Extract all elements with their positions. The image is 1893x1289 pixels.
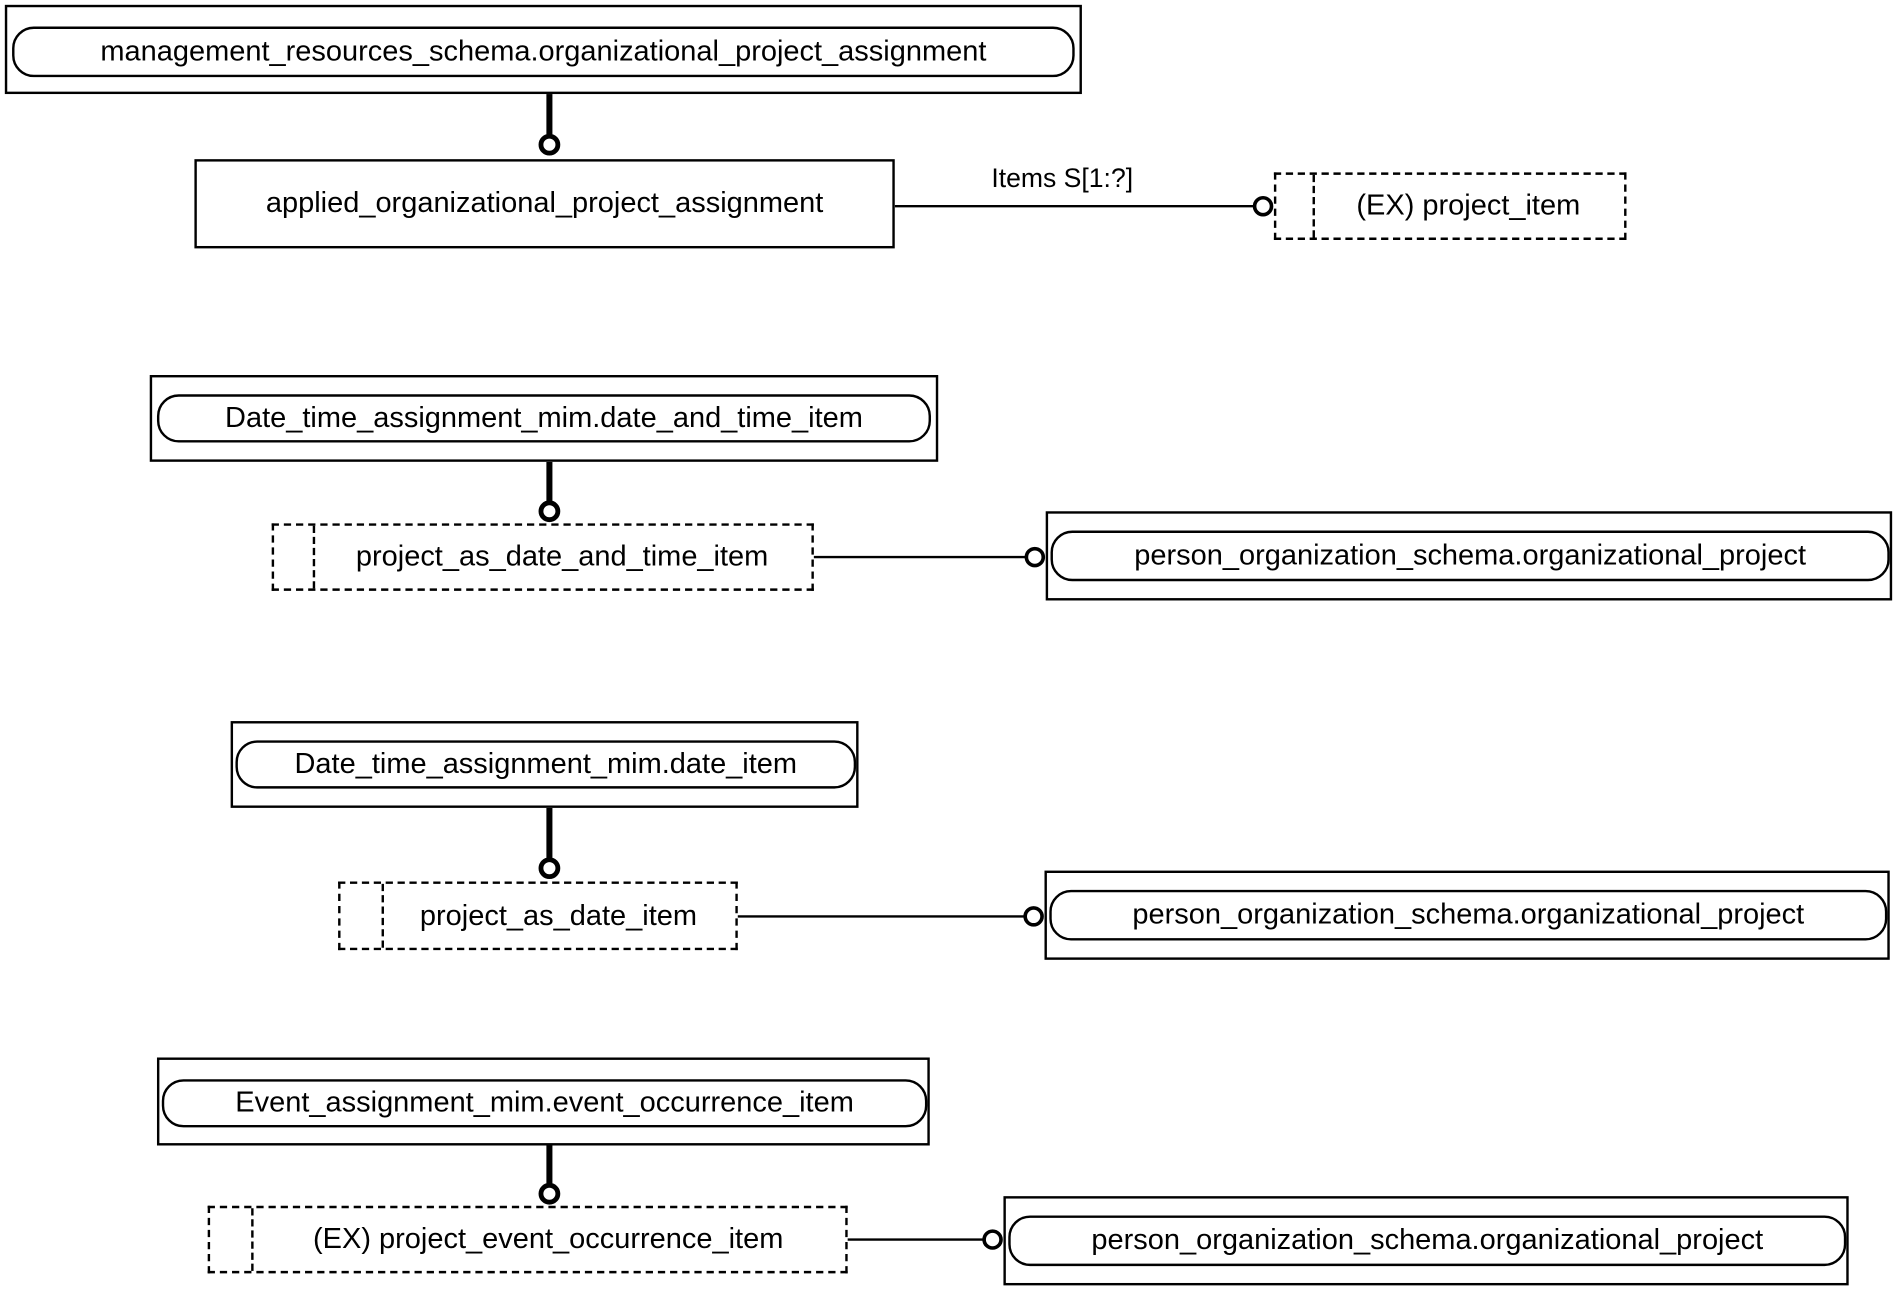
entity-node-4[interactable]: (EX) project_event_occurrence_item xyxy=(207,1205,848,1274)
supertype-node-2[interactable]: Date_time_assignment_mim.date_and_time_i… xyxy=(156,394,931,443)
relation-circle-3 xyxy=(1023,906,1044,927)
supertype-frame-2: Date_time_assignment_mim.date_and_time_i… xyxy=(149,375,939,462)
target-label-3: person_organization_schema.organizationa… xyxy=(1132,898,1805,931)
select-divider-3 xyxy=(381,883,384,948)
target-node-2[interactable]: person_organization_schema.organizationa… xyxy=(1050,530,1890,582)
supertype-circle-3 xyxy=(538,857,561,880)
supertype-label-3: Date_time_assignment_mim.date_item xyxy=(294,747,798,781)
select-divider-2 xyxy=(312,525,316,589)
target-label-1: (EX) project_item xyxy=(1356,189,1581,222)
supertype-circle-2 xyxy=(538,500,561,523)
supertype-label-1: management_resources_schema.organization… xyxy=(100,34,987,68)
target-node-1[interactable]: (EX) project_item xyxy=(1273,172,1627,240)
supertype-frame-4: Event_assignment_mim.event_occurrence_it… xyxy=(156,1057,930,1146)
supertype-label-4: Event_assignment_mim.event_occurrence_it… xyxy=(235,1086,854,1119)
select-divider-4 xyxy=(251,1208,254,1271)
entity-label-3: project_as_date_item xyxy=(419,898,698,932)
target-frame-4: person_organization_schema.organizationa… xyxy=(1003,1196,1849,1286)
target-frame-2: person_organization_schema.organizationa… xyxy=(1045,511,1893,601)
supertype-circle-1 xyxy=(538,133,561,156)
relation-circle-2 xyxy=(1024,546,1046,568)
relation-label-1: Items S[1:?] xyxy=(991,162,1134,193)
target-frame-3: person_organization_schema.organizationa… xyxy=(1044,870,1890,960)
entity-label-1: applied_organizational_project_assignmen… xyxy=(265,186,824,220)
relation-circle-1 xyxy=(1252,195,1274,217)
target-label-4: person_organization_schema.organizationa… xyxy=(1091,1223,1764,1257)
entity-node-2[interactable]: project_as_date_and_time_item xyxy=(271,523,814,591)
relation-circle-4 xyxy=(982,1229,1003,1250)
entity-label-2: project_as_date_and_time_item xyxy=(355,540,769,573)
target-label-2: person_organization_schema.organizationa… xyxy=(1134,538,1807,572)
entity-node-3[interactable]: project_as_date_item xyxy=(338,881,738,951)
supertype-node-1[interactable]: management_resources_schema.organization… xyxy=(12,26,1075,78)
target-node-3[interactable]: person_organization_schema.organizationa… xyxy=(1049,889,1888,941)
supertype-node-3[interactable]: Date_time_assignment_mim.date_item xyxy=(235,740,857,789)
supertype-label-2: Date_time_assignment_mim.date_and_time_i… xyxy=(225,401,863,435)
supertype-frame-1: management_resources_schema.organization… xyxy=(4,4,1082,95)
supertype-frame-3: Date_time_assignment_mim.date_item xyxy=(230,721,859,808)
entity-label-4: (EX) project_event_occurrence_item xyxy=(313,1222,784,1256)
supertype-circle-4 xyxy=(538,1182,561,1205)
entity-node-1[interactable]: applied_organizational_project_assignmen… xyxy=(194,159,895,249)
supertype-node-4[interactable]: Event_assignment_mim.event_occurrence_it… xyxy=(161,1079,928,1128)
target-node-4[interactable]: person_organization_schema.organizationa… xyxy=(1008,1215,1847,1267)
select-divider-1 xyxy=(1312,174,1315,238)
